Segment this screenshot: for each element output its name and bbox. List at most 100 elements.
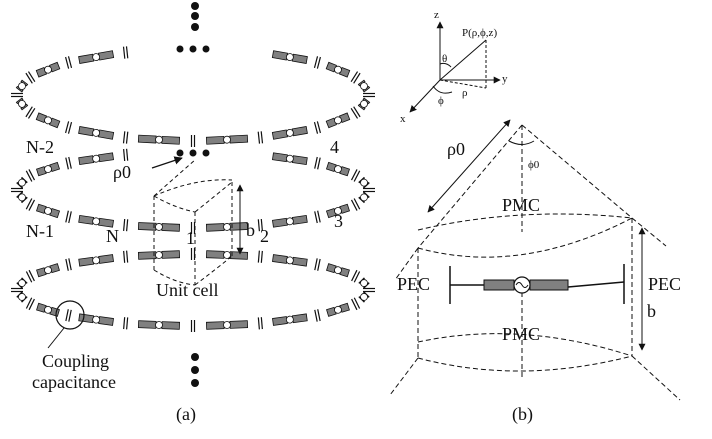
caption-b: (b) — [512, 404, 533, 425]
dipole-element — [16, 277, 28, 289]
label-phi: ϕ — [438, 95, 444, 107]
dipole-element — [325, 203, 350, 219]
coupling-capacitor — [314, 258, 321, 271]
dipole-element — [358, 191, 370, 204]
dipole-element — [16, 291, 28, 303]
label-capacitance: capacitance — [32, 372, 116, 392]
coupling-capacitor — [363, 187, 375, 193]
label-pmc-top: PMC — [502, 195, 540, 215]
dipole-rings — [11, 46, 375, 332]
label-axis-z: z — [434, 9, 439, 21]
label-cell-1: 1 — [186, 228, 195, 248]
coupling-capacitor — [350, 198, 361, 211]
unit-cell-outline — [153, 159, 233, 286]
caption-a: (a) — [176, 404, 196, 425]
coupling-capacitor — [313, 121, 321, 134]
panel-b: z y x P(ρ,ϕ,z) θ ϕ ρ — [389, 9, 681, 425]
dipole-element — [15, 79, 29, 93]
panel-a: N-2 N-1 N 1 2 3 4 ρ0 b Unit cell Couplin… — [11, 2, 375, 425]
dipole-element — [35, 112, 61, 129]
label-pec-right: PEC — [648, 274, 681, 294]
dipole-element — [326, 302, 350, 317]
ellipsis-ring2 — [176, 149, 210, 157]
dipole-element — [325, 61, 351, 78]
coupling-capacitor — [257, 218, 263, 232]
coupling-capacitor — [25, 169, 36, 182]
label-phi0: ϕ0 — [528, 159, 540, 171]
coupling-capacitor — [122, 46, 129, 59]
label-theta: θ — [442, 53, 447, 65]
coupling-capacitor — [11, 187, 23, 193]
dipole-element — [16, 191, 28, 204]
coupling-capacitor — [25, 297, 35, 311]
label-unit-cell: Unit cell — [156, 280, 218, 300]
label-n-minus-1: N-1 — [26, 221, 54, 241]
dipole-element — [271, 214, 308, 228]
dipole-element — [325, 161, 350, 177]
coupling-capacitor — [25, 106, 36, 119]
dipole-element — [78, 50, 115, 64]
label-axis-y: y — [502, 73, 508, 85]
label-cell-2: 2 — [260, 226, 269, 246]
coupling-capacitor — [65, 56, 73, 69]
dipole-element — [205, 222, 249, 232]
coupling-capacitor — [350, 169, 361, 182]
coupling-capacitor — [25, 198, 36, 211]
label-n: N — [106, 226, 119, 246]
dipole-element — [36, 263, 60, 278]
coupling-capacitor — [257, 131, 264, 144]
dipole-element — [16, 176, 28, 189]
coupling-capacitor — [313, 56, 321, 69]
label-rho0-b: ρ0 — [447, 139, 465, 159]
coupling-capacitor — [122, 131, 129, 144]
label-cell-4: 4 — [330, 137, 339, 157]
dipole-element — [358, 176, 370, 189]
coordinate-axes — [409, 21, 501, 113]
coupling-capacitor — [350, 71, 361, 84]
label-b-b: b — [647, 301, 656, 321]
label-rho0-a: ρ0 — [113, 162, 131, 182]
coupling-capacitor — [25, 269, 35, 283]
dipole-element — [357, 97, 371, 111]
label-b-a: b — [246, 220, 255, 240]
label-coupling: Coupling — [42, 351, 109, 371]
coupling-capacitor — [65, 210, 72, 224]
rho0-dimension-arrow — [427, 119, 511, 213]
coupling-capacitor — [314, 210, 321, 224]
coupling-capacitor — [123, 317, 129, 330]
dipole-element — [36, 161, 61, 177]
coupling-capacitor — [350, 106, 361, 119]
ellipsis-bottom-vertical — [191, 353, 199, 387]
rho0-arrow — [151, 156, 183, 169]
dipole-element — [272, 254, 308, 267]
dipole-element — [358, 277, 370, 289]
dipole-element — [271, 152, 308, 166]
label-cell-3: 3 — [334, 211, 343, 231]
dipole-element — [357, 79, 371, 93]
coupling-capacitor — [65, 258, 72, 271]
coupling-capacitor — [65, 156, 72, 170]
coupling-capacitor — [363, 287, 375, 293]
unit-cell-dipole — [483, 276, 569, 294]
pec-plates — [449, 264, 625, 304]
dipole-element — [205, 320, 249, 330]
dipole-element — [205, 134, 249, 145]
label-pec-left: PEC — [397, 274, 430, 294]
dipole-element — [325, 112, 351, 129]
dipole-element — [271, 50, 308, 64]
dipole-element — [137, 250, 181, 260]
dipole-element — [271, 126, 308, 140]
dipole-element — [205, 250, 249, 260]
coupling-capacitor — [363, 92, 375, 98]
coupling-capacitance-highlight — [55, 300, 85, 330]
dipole-element — [272, 313, 308, 326]
coupling-capacitor — [65, 309, 72, 322]
label-axis-x: x — [400, 113, 406, 125]
dipole-element — [78, 152, 115, 166]
coupling-capacitor — [257, 317, 263, 330]
coupling-capacitor — [314, 156, 321, 170]
coupling-capacitor — [190, 320, 196, 332]
dipole-element — [326, 263, 350, 278]
coupling-capacitor — [351, 297, 361, 311]
